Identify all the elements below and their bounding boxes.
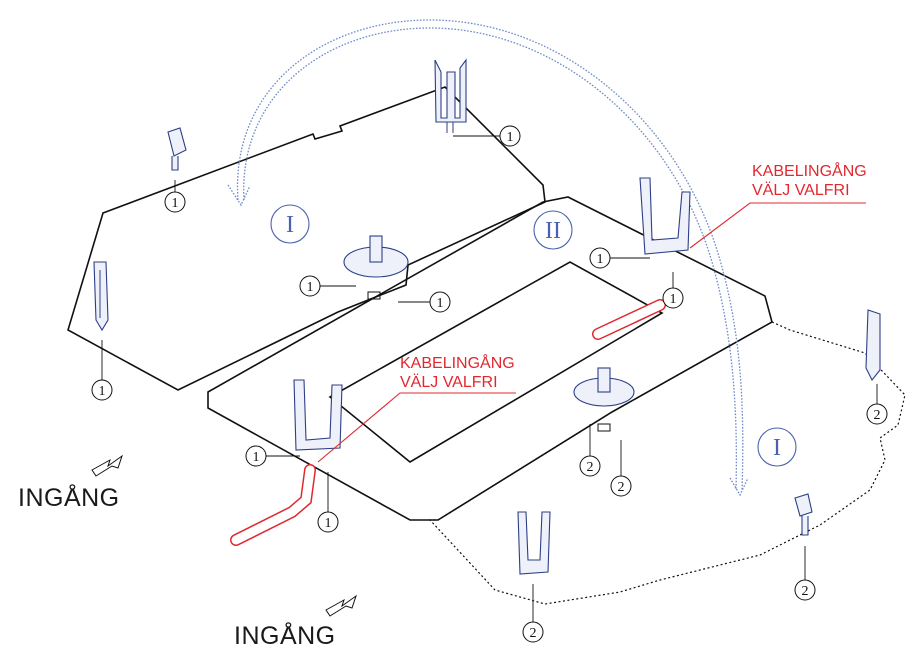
cable-pipe-inner <box>593 300 665 339</box>
bracket-post <box>794 493 813 536</box>
marker-label: 1 <box>172 196 179 211</box>
marker <box>589 247 611 269</box>
marker <box>91 379 113 401</box>
marker-label: 1 <box>99 384 106 399</box>
arc-arrowhead-left <box>227 184 251 207</box>
marker-label: 1 <box>437 296 444 311</box>
cable-entry-callout-lower: KABELINGÅNG VÄLJ VALFRI <box>400 354 515 392</box>
marker <box>299 275 321 297</box>
rotation-arc-inner <box>243 27 738 491</box>
plate-zone-ii <box>207 196 773 521</box>
marker-label: 1 <box>325 516 332 531</box>
callout-leader-lower <box>317 392 516 463</box>
marker-label: 1 <box>307 280 314 295</box>
zone-label-i: I <box>286 212 294 238</box>
rotation-arc <box>236 19 744 491</box>
marker <box>317 511 339 533</box>
zone-label-ii: II <box>545 218 561 244</box>
pedestal <box>343 235 409 300</box>
support-post <box>865 309 881 382</box>
marker-label: 2 <box>802 584 809 599</box>
cable-pipe-inner <box>231 465 315 545</box>
support-post <box>93 261 109 332</box>
marker <box>245 445 267 467</box>
marker <box>794 579 816 601</box>
marker <box>522 621 544 643</box>
plate-zone-i-dotted <box>428 321 906 605</box>
support-post <box>639 177 691 255</box>
support-post <box>434 58 467 133</box>
marker <box>866 403 888 425</box>
marker-label: 2 <box>587 460 594 475</box>
marker-label: 2 <box>874 408 881 423</box>
marker <box>579 455 601 477</box>
marker-label: 1 <box>597 252 604 267</box>
callout-leader-upper <box>689 202 866 249</box>
marker <box>499 125 521 147</box>
marker <box>164 191 186 213</box>
zone-circle-i <box>270 204 310 244</box>
pedestal <box>573 367 635 432</box>
marker-label: 2 <box>530 626 537 641</box>
entry-label-bottom: INGÅNG <box>234 622 336 650</box>
callout-line: KABELINGÅNG <box>752 163 867 180</box>
plate-zone-i-upper <box>67 86 546 391</box>
callout-line: VÄLJ VALFRI <box>400 374 498 391</box>
marker <box>610 475 632 497</box>
marker-label: 1 <box>670 292 677 307</box>
marker-label: 1 <box>253 450 260 465</box>
support-post <box>517 511 551 575</box>
support-post <box>293 379 343 451</box>
zone-circle-i-dotted <box>757 427 797 467</box>
arc-arrowhead-right <box>729 477 749 497</box>
entry-label-left: INGÅNG <box>18 484 120 512</box>
callout-line: KABELINGÅNG <box>400 355 515 372</box>
callout-line: VÄLJ VALFRI <box>752 182 850 199</box>
marker-label: 1 <box>507 130 514 145</box>
marker <box>429 291 451 313</box>
zone-circle-ii <box>533 210 573 250</box>
marker <box>662 287 684 309</box>
cable-entry-callout-upper: KABELINGÅNG VÄLJ VALFRI <box>752 162 867 200</box>
zone-label-i-dotted: I <box>773 435 781 461</box>
entry-arrow-left <box>91 454 123 477</box>
bracket-post <box>167 127 187 171</box>
cable-channel <box>328 261 664 463</box>
entry-arrow-bottom <box>325 594 357 617</box>
marker-label: 2 <box>618 480 625 495</box>
